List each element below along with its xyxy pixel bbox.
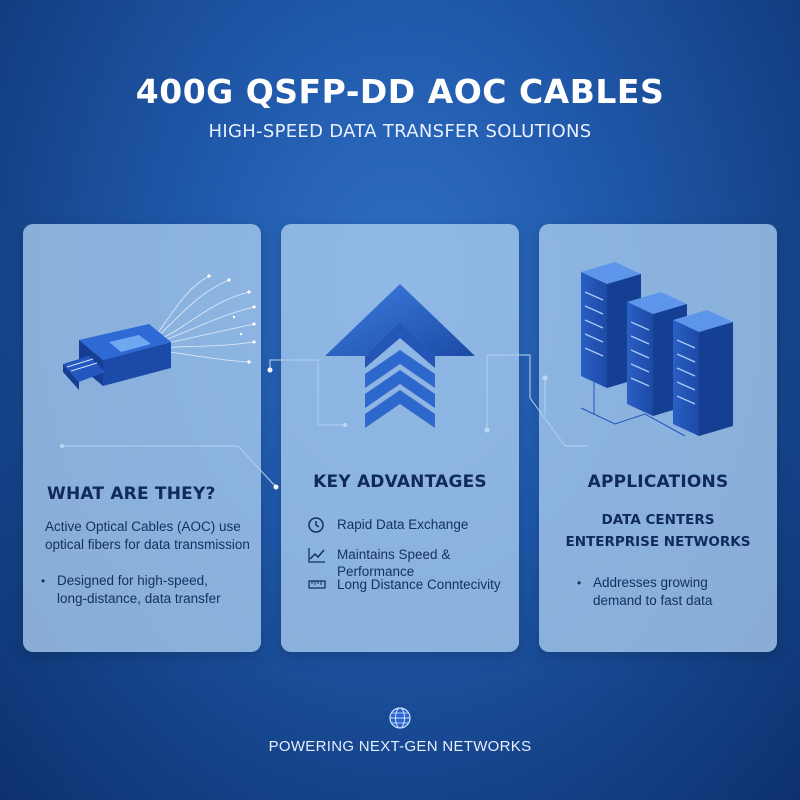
up-arrow-chevrons-icon — [325, 284, 475, 428]
footer-tagline: POWERING NEXT-GEN NETWORKS — [268, 738, 532, 755]
page-subtitle: HIGH-SPEED DATA TRANSFER SOLUTIONS — [208, 121, 592, 142]
card-applications-bullet: Addresses growing demand to fast data — [575, 574, 755, 610]
page-title: 400G QSFP-DD AOC CABLES — [135, 72, 665, 111]
clock-icon — [308, 517, 324, 533]
card-applications-heading: APPLICATIONS — [587, 472, 729, 492]
advantage-label: Long Distance Conntecivity — [337, 577, 501, 592]
card-advantages-heading: KEY ADVANTAGES — [313, 472, 487, 492]
ruler-icon — [308, 580, 326, 589]
advantage-item: Rapid Data Exchange — [307, 516, 517, 534]
server-racks-icon — [580, 262, 733, 437]
card-key-advantages: KEY ADVANTAGES Rapid Data Exchange Maint… — [281, 224, 519, 652]
advantage-label: Maintains Speed & Performance — [337, 547, 451, 579]
application-item: ENTERPRISE NETWORKS — [565, 534, 751, 550]
advantage-item: Maintains Speed & Performance — [307, 546, 517, 580]
card-what-description: Active Optical Cables (AOC) use optical … — [45, 519, 250, 552]
card-what-heading: WHAT ARE THEY? — [47, 484, 216, 504]
aoc-cable-connector-icon — [63, 274, 256, 390]
card-applications: APPLICATIONS DATA CENTERS ENTERPRISE NET… — [539, 224, 777, 652]
globe-icon — [389, 707, 411, 729]
application-item: DATA CENTERS — [601, 512, 715, 528]
card-what-bullet: Designed for high-speed, long-distance, … — [39, 572, 239, 608]
card-what-are-they: WHAT ARE THEY? Active Optical Cables (AO… — [23, 224, 261, 652]
advantage-label: Rapid Data Exchange — [337, 517, 469, 532]
line-chart-icon — [308, 548, 325, 563]
advantage-item: Long Distance Conntecivity — [307, 576, 517, 594]
